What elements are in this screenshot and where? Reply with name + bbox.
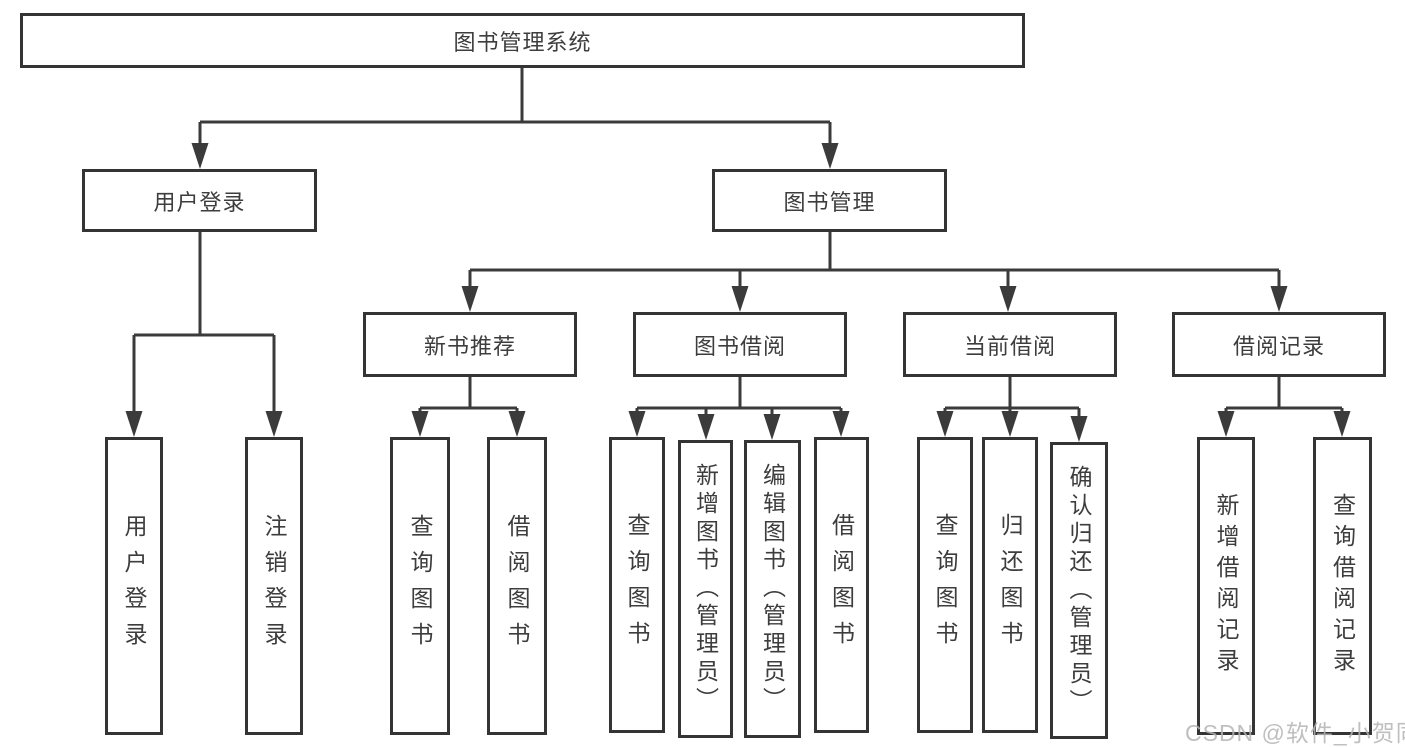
node-label: 新增借阅记录 (1213, 493, 1239, 679)
node-new-book-recommend: 新书推荐 (363, 312, 577, 377)
node-current-borrow: 当前借阅 (903, 312, 1117, 377)
arrow-icon (697, 414, 715, 440)
node-book-borrow: 图书借阅 (633, 312, 847, 377)
node-book-management: 图书管理 (712, 169, 947, 232)
leaf-logout: 注销登录 (245, 437, 303, 735)
leaf-borrow-book-2: 借阅图书 (814, 437, 869, 733)
arrow-icon (936, 411, 954, 437)
leaf-confirm-return-admin: 确认归还（管理员） (1050, 442, 1108, 739)
node-label: 注销登录 (261, 514, 287, 658)
arrow-icon (731, 286, 749, 312)
node-label: 用户登录 (153, 189, 246, 215)
node-borrow-record: 借阅记录 (1172, 312, 1386, 377)
node-label: 新增图书（管理员） (692, 463, 719, 715)
arrow-icon (508, 411, 526, 437)
arrow-icon (1070, 416, 1088, 442)
node-label: 图书管理系统 (453, 29, 592, 55)
arrow-icon (1270, 286, 1288, 312)
node-label: 确认归还（管理员） (1066, 464, 1092, 717)
node-label: 查询图书 (932, 513, 958, 657)
leaf-return-book: 归还图书 (982, 437, 1038, 733)
node-label: 图书借阅 (693, 333, 786, 359)
connector-book-borrow (635, 377, 843, 421)
connector-root (198, 68, 832, 150)
node-label: 借阅记录 (1232, 333, 1325, 359)
arrow-icon (411, 411, 429, 437)
node-label: 借阅图书 (504, 514, 530, 658)
node-label: 归还图书 (997, 513, 1023, 657)
arrow-icon (999, 286, 1017, 312)
connector-borrow-record (1224, 377, 1344, 419)
connector-new-book (418, 377, 519, 419)
node-label: 查询图书 (407, 514, 433, 658)
arrow-icon (125, 411, 143, 437)
arrow-icon (191, 143, 209, 169)
arrow-icon (1001, 411, 1019, 437)
node-label: 查询借阅记录 (1329, 493, 1356, 679)
leaf-query-book-2: 查询图书 (609, 437, 665, 733)
node-label: 编辑图书（管理员） (759, 463, 786, 715)
connector-user-login (132, 232, 276, 418)
leaf-borrow-book-1: 借阅图书 (487, 437, 547, 735)
arrow-icon (1217, 411, 1235, 437)
arrow-icon (763, 414, 781, 440)
node-label: 用户登录 (121, 514, 147, 658)
arrow-icon (821, 143, 839, 169)
arrow-icon (1333, 411, 1351, 437)
node-library-management-system: 图书管理系统 (20, 13, 1025, 68)
leaf-edit-book-admin: 编辑图书（管理员） (744, 440, 801, 738)
arrow-icon (461, 286, 479, 312)
arrow-icon (265, 411, 283, 437)
node-label: 新书推荐 (423, 333, 516, 359)
leaf-query-book-1: 查询图书 (390, 437, 450, 735)
arrow-icon (628, 411, 646, 437)
leaf-query-book-3: 查询图书 (917, 437, 973, 733)
node-label: 借阅图书 (828, 513, 855, 657)
node-label: 查询图书 (624, 513, 650, 657)
leaf-add-book-admin: 新增图书（管理员） (678, 440, 733, 738)
node-label: 当前借阅 (963, 333, 1056, 359)
csdn-watermark: CSDN @软件_小贺同学 (1185, 720, 1405, 746)
connector-book-management (468, 232, 1281, 293)
leaf-add-borrow-record: 新增借阅记录 (1197, 437, 1255, 735)
node-label: 图书管理 (783, 189, 876, 215)
arrow-icon (832, 411, 850, 437)
leaf-user-login: 用户登录 (105, 437, 163, 735)
leaf-query-borrow-record: 查询借阅记录 (1313, 437, 1372, 735)
node-user-login: 用户登录 (82, 169, 317, 232)
